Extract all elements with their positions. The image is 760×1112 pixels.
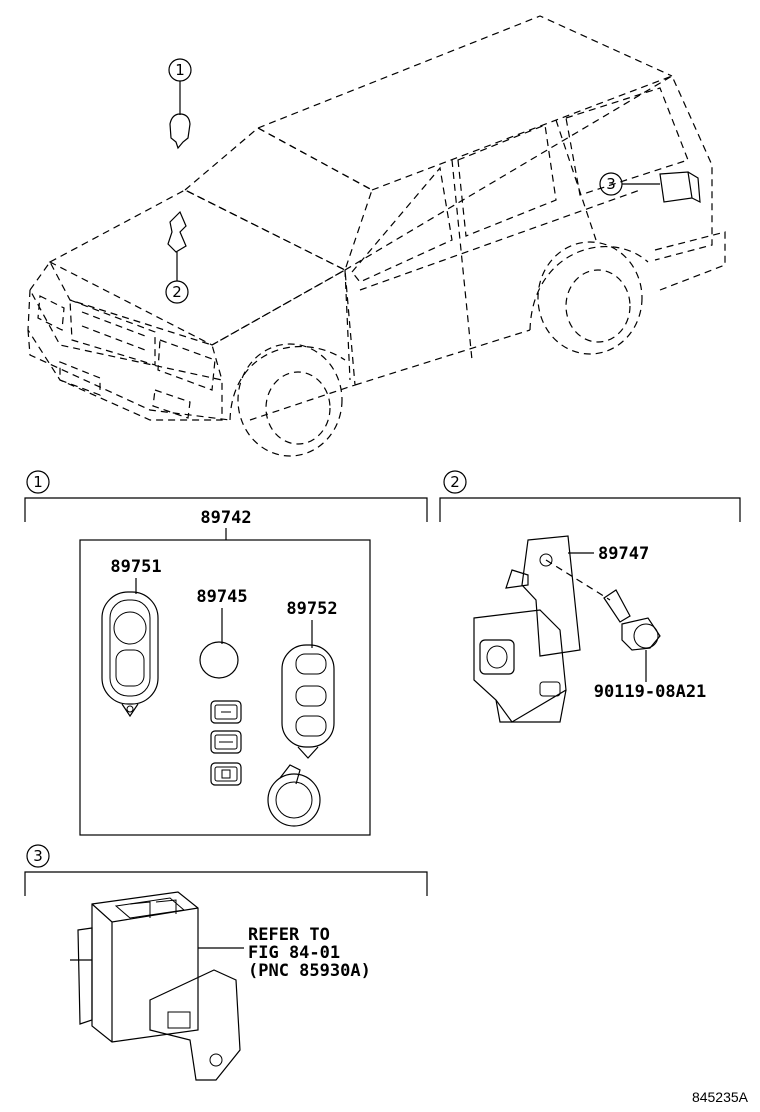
assembly-box — [79, 539, 371, 836]
section-3-number: 3 — [33, 847, 43, 865]
battery-part-number: 89745 — [196, 587, 247, 607]
section-2-marker — [443, 470, 467, 494]
assembly-part-number: 89742 — [200, 508, 251, 528]
lock-button-pad — [210, 700, 242, 724]
bolt-part-number: 90119-08A21 — [594, 682, 707, 702]
figure-number: 845235A — [692, 1089, 749, 1105]
transmitter-housing — [281, 644, 335, 759]
section-1: 1 89742 89751 89745 — [24, 470, 428, 836]
panic-button-pad — [210, 762, 242, 786]
vehicle-illustration — [27, 15, 726, 457]
control-unit-location: 3 — [599, 171, 701, 204]
note-line-3: (PNC 85930A) — [248, 961, 371, 981]
mounting-bracket — [70, 927, 241, 1081]
key-fob-location: 1 — [168, 58, 192, 150]
housing-part-number: 89752 — [286, 599, 337, 619]
receiver-bracket — [505, 535, 611, 657]
bolt — [603, 589, 661, 651]
section-1-marker — [26, 470, 50, 494]
control-unit — [91, 891, 199, 1043]
callout-1-label: 1 — [175, 61, 185, 79]
note-line-1: REFER TO — [248, 925, 330, 945]
case-part-number: 89751 — [110, 557, 161, 577]
transmitter-case — [101, 591, 159, 718]
receiver-unit — [473, 609, 567, 723]
note-line-2: FIG 84-01 — [248, 943, 340, 963]
unlock-button-pad — [210, 730, 242, 754]
bracket-part-number: 89747 — [598, 544, 649, 564]
section-2: 2 89747 90119-08A21 — [439, 470, 741, 723]
receiver-location: 2 — [165, 210, 189, 304]
key-ring — [267, 764, 321, 827]
callout-3-label: 3 — [606, 175, 616, 193]
section-1-number: 1 — [33, 473, 43, 491]
section-2-number: 2 — [450, 473, 460, 491]
section-3: 3 REFER TO FIG 84-01 (PNC 85930A) — [24, 844, 428, 1081]
callout-2-label: 2 — [172, 283, 182, 301]
battery — [199, 641, 239, 679]
section-3-marker — [26, 844, 50, 868]
